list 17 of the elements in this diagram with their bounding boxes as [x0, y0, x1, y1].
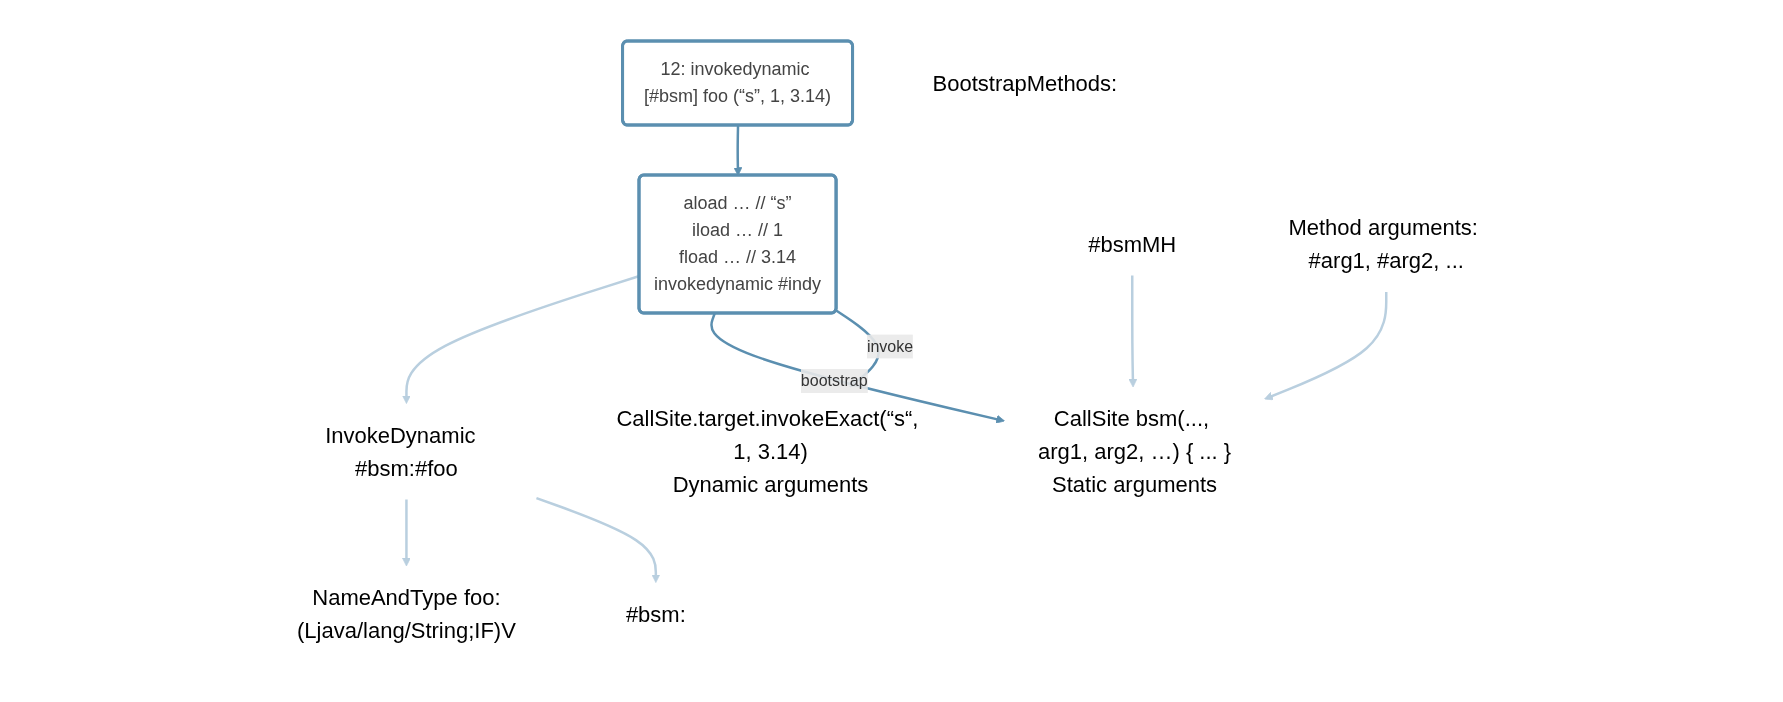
- arrow: [1128, 275, 1138, 387]
- arrow: [401, 499, 411, 566]
- node-text: NameAndType foo:(Ljava/lang/String;IF)V: [296, 584, 516, 643]
- node-text: BootstrapMethods:: [932, 70, 1118, 95]
- arrow: [1264, 291, 1388, 400]
- arrow: [710, 312, 1005, 423]
- arrow: [535, 496, 661, 583]
- node-text: #bsmMH: [1088, 231, 1177, 256]
- node-label: Static arguments: [1051, 471, 1217, 497]
- edge-label: invoke: [866, 337, 914, 355]
- node-text: CallSite bsm(..., arg1, arg2, …) { ... }: [1037, 405, 1232, 464]
- node-text: #bsm:: [625, 601, 686, 626]
- edge-label: bootstrap: [800, 371, 868, 389]
- node-label: Dynamic arguments: [672, 471, 869, 497]
- node-text: Method arguments: #arg1, #arg2, ...: [1288, 214, 1478, 273]
- node-text: InvokeDynamic #bsm:#foo: [325, 422, 476, 480]
- node-text: CallSite.target.invokeExact(“s“, 1, 3.14): [616, 405, 919, 464]
